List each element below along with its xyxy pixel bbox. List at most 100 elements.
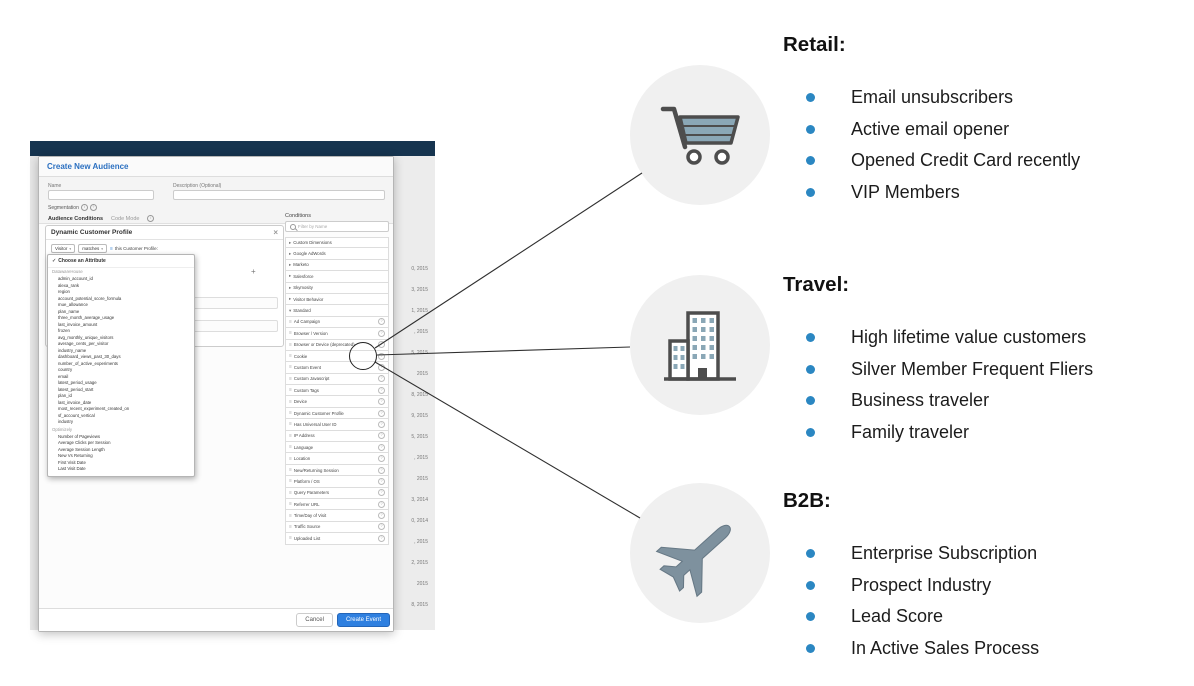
- bullet-dot: [806, 124, 815, 134]
- chevron-right-icon: ▸: [289, 284, 292, 290]
- condition-label: Custom Tags: [293, 387, 319, 393]
- attribute-option[interactable]: industry_name: [58, 347, 87, 353]
- condition-item[interactable]: ≡Dynamic Customer Profile?: [285, 407, 389, 420]
- condition-category[interactable]: ▸Skymosity: [285, 282, 389, 294]
- attribute-option[interactable]: account_potential_score_formula: [58, 295, 122, 301]
- attribute-option[interactable]: region: [58, 289, 70, 294]
- attribute-option[interactable]: First Visit Date: [58, 459, 86, 465]
- help-icon: ?: [378, 534, 385, 542]
- condition-label: Has Universal User ID: [293, 421, 337, 427]
- condition-item[interactable]: ≡Custom Javascript?: [285, 373, 389, 386]
- tab-audience-conditions[interactable]: Audience Conditions: [48, 215, 103, 222]
- condition-label: Platform / OS: [293, 478, 320, 484]
- condition-item[interactable]: ≡Cookie?: [285, 350, 389, 363]
- background-date: 2015: [416, 476, 428, 482]
- attribute-option[interactable]: mue_allowance: [58, 302, 88, 307]
- add-condition-button[interactable]: +: [251, 267, 256, 276]
- create-event-button[interactable]: Create Event: [336, 613, 390, 627]
- attribute-option[interactable]: Last Visit Date: [58, 466, 86, 471]
- list-item-label: High lifetime value customers: [851, 327, 1087, 348]
- attribute-option[interactable]: dashboard_views_past_30_days: [58, 354, 121, 359]
- cancel-button[interactable]: Cancel: [296, 613, 333, 627]
- attribute-option[interactable]: Average Clicks per Session: [58, 440, 111, 445]
- condition-category[interactable]: ▸Google AdWords: [285, 248, 389, 260]
- condition-item[interactable]: ≡Referrer URL?: [285, 498, 389, 511]
- search-icon: [290, 223, 296, 230]
- condition-item[interactable]: ≡Browser / Version?: [285, 328, 389, 340]
- modal-body: Name Description (Optional) Segmentation…: [39, 177, 393, 631]
- info-icon: i: [147, 215, 155, 222]
- bullet-dot: [806, 156, 815, 166]
- condition-item[interactable]: ≡Platform / OS?: [285, 476, 389, 488]
- drag-handle-icon: ≡: [289, 330, 292, 337]
- attribute-option[interactable]: industry: [58, 419, 74, 424]
- dropdown-selected-option[interactable]: ✓ Choose an Attribute: [48, 255, 194, 268]
- list-item: Silver Member Frequent Fliers: [806, 354, 1093, 386]
- background-date: 0, 2015: [411, 266, 428, 272]
- attribute-option[interactable]: three_month_average_usage: [58, 315, 115, 320]
- attribute-option[interactable]: Average Session Length: [58, 446, 105, 452]
- attribute-option[interactable]: average_cents_per_visitor: [58, 341, 109, 346]
- attribute-option[interactable]: New Vs Returning: [58, 453, 93, 458]
- drag-handle-icon: ≡: [289, 375, 292, 382]
- condition-label: Cookie: [293, 353, 308, 359]
- condition-category[interactable]: ▸Visitor Behavior: [285, 293, 389, 306]
- filter-input[interactable]: Filter by Name: [285, 221, 389, 232]
- condition-label: Uploaded List: [293, 535, 321, 541]
- drag-handle-icon: ≡: [289, 353, 292, 360]
- attribute-option[interactable]: admin_account_id: [58, 276, 93, 281]
- list-item: In Active Sales Process: [806, 633, 1039, 665]
- condition-item[interactable]: ≡Ad Campaign?: [285, 316, 389, 329]
- condition-item[interactable]: ≡New/Returning Session?: [285, 464, 389, 477]
- attribute-option[interactable]: latest_period_start: [58, 386, 94, 392]
- attribute-option[interactable]: alexa_rank: [58, 282, 80, 288]
- attribute-option[interactable]: last_invoice_amount: [58, 321, 98, 327]
- condition-item[interactable]: ≡Query Parameters?: [285, 487, 389, 499]
- attribute-option[interactable]: avg_monthly_unique_visitors: [58, 334, 114, 340]
- attribute-option[interactable]: most_recent_experiment_created_on: [58, 406, 130, 411]
- condition-item[interactable]: ≡Custom Tags?: [285, 385, 389, 397]
- matches-select[interactable]: matches ▾: [78, 244, 107, 253]
- condition-category[interactable]: ▸Marketo: [285, 259, 389, 272]
- condition-item[interactable]: ≡Traffic Source?: [285, 521, 389, 534]
- help-icon: ?: [378, 443, 385, 451]
- help-icon: ?: [378, 318, 385, 326]
- background-date: 2015: [416, 371, 428, 377]
- condition-category[interactable]: ▸Salesforce: [285, 271, 389, 283]
- attribute-option[interactable]: sf_account_vertical: [58, 412, 95, 418]
- attribute-option[interactable]: email: [58, 373, 69, 379]
- condition-item[interactable]: ≡IP Address?: [285, 430, 389, 443]
- condition-item[interactable]: ≡Uploaded List?: [285, 533, 389, 545]
- close-icon[interactable]: ×: [273, 227, 278, 237]
- visitor-select[interactable]: Visitor ▾: [51, 244, 76, 253]
- drag-handle-icon: ≡: [289, 501, 292, 508]
- attribute-option[interactable]: number_of_active_experiments: [58, 360, 118, 366]
- help-icon: ?: [378, 409, 385, 417]
- list-item-label: In Active Sales Process: [851, 638, 1040, 659]
- condition-item[interactable]: ≡Device?: [285, 396, 389, 408]
- attribute-option[interactable]: frozen: [58, 328, 70, 333]
- name-input[interactable]: [48, 190, 154, 200]
- condition-group-standard[interactable]: ▾Standard: [285, 305, 389, 317]
- help-icon: ?: [378, 398, 385, 406]
- condition-label: Browser or Device (deprecated): [293, 342, 355, 348]
- condition-item[interactable]: ≡Location?: [285, 453, 389, 465]
- help-icon: ?: [378, 523, 385, 531]
- attribute-option[interactable]: plan_name: [58, 308, 80, 314]
- condition-item[interactable]: ≡Time/Day of Visit?: [285, 510, 389, 522]
- attribute-option[interactable]: Number of Pageviews: [58, 433, 101, 439]
- attribute-option[interactable]: plan_id: [58, 393, 72, 398]
- list-item-label: Silver Member Frequent Fliers: [851, 358, 1094, 379]
- attribute-option[interactable]: last_invoice_date: [58, 399, 92, 405]
- condition-label: New/Returning Session: [293, 467, 339, 473]
- attribute-option[interactable]: latest_period_usage: [58, 380, 97, 385]
- list-item: High lifetime value customers: [806, 322, 1093, 354]
- description-input[interactable]: [173, 190, 385, 200]
- attribute-option[interactable]: country: [58, 367, 73, 372]
- condition-item[interactable]: ≡Language?: [285, 442, 389, 454]
- condition-category[interactable]: ▸Custom Dimensions: [285, 237, 389, 249]
- modal-footer: Cancel Create Event: [39, 608, 393, 631]
- chevron-down-icon: ▾: [101, 246, 103, 251]
- tab-code-mode[interactable]: Code Mode: [111, 215, 140, 222]
- condition-item[interactable]: ≡Has Universal User ID?: [285, 419, 389, 431]
